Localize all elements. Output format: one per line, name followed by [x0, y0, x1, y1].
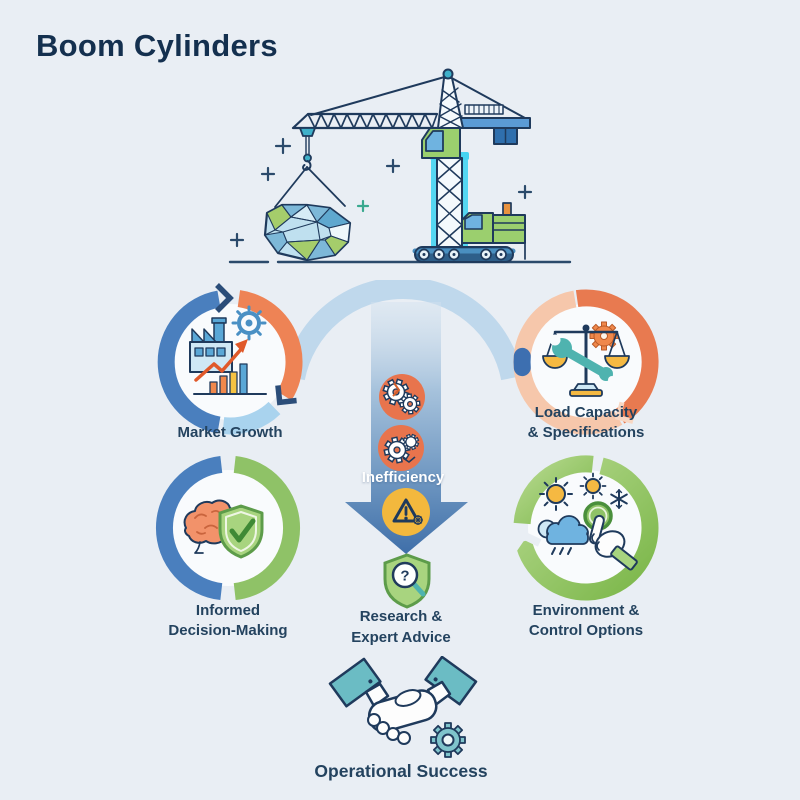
ring-environment	[509, 455, 659, 601]
question-mark: ?	[400, 568, 409, 585]
shield-check-icon	[218, 504, 264, 559]
crane-jib	[291, 112, 442, 130]
weather-touch-control-icon	[537, 472, 638, 571]
plus-decorations	[229, 137, 533, 248]
rain-cloud-icon	[537, 515, 589, 555]
sun-icon	[539, 477, 573, 511]
broken-gears-icon	[378, 425, 424, 471]
broken-gears-icon	[379, 374, 425, 420]
ring-chevron	[215, 283, 234, 313]
warning-triangle-icon	[382, 488, 430, 536]
lifted-rock	[263, 203, 352, 262]
snowflake-icon	[610, 489, 628, 509]
wrench-icon	[549, 334, 616, 384]
touch-button-icon	[583, 501, 638, 571]
tower-apex	[442, 68, 454, 80]
crane-cab	[421, 127, 461, 159]
pointing-hand-icon	[588, 514, 638, 571]
label-load-capacity: Load Capacity & Specifications	[527, 404, 645, 441]
factory-growth-chart-icon	[189, 305, 267, 395]
gear-icon	[589, 321, 619, 351]
connector-arc	[283, 280, 523, 381]
sun-icon	[579, 472, 607, 500]
crane-illustration	[228, 68, 572, 264]
thumb	[394, 689, 422, 707]
crane-tie-cables	[310, 75, 526, 119]
hook-assembly	[274, 127, 346, 208]
crawler-truck	[461, 202, 526, 260]
label-environment: Environment & Control Options	[528, 602, 644, 639]
handshake-gear-icon	[328, 656, 478, 758]
label-research: Research & Expert Advice	[351, 608, 451, 646]
magnifier-handle	[411, 581, 426, 597]
ring-informed-decision	[156, 455, 300, 601]
shield-magnifier-question-icon: ?	[383, 553, 431, 609]
label-informed-decision: Informed Decision-Making	[168, 602, 288, 639]
brain-shield-check-icon	[183, 499, 264, 559]
crane-counterjib	[456, 104, 531, 145]
magnifier-lens	[391, 561, 419, 589]
ring-chevron	[275, 385, 297, 406]
ring-load-capacity	[513, 289, 659, 435]
ring-market-growth	[157, 283, 303, 435]
gear-icon	[430, 722, 466, 758]
scale-icon	[542, 324, 630, 397]
growth-arrow-icon	[194, 339, 248, 382]
ring-chevron	[614, 401, 634, 424]
label-operational-success: Operational Success	[314, 761, 488, 781]
balance-scale-wrench-gear-icon	[542, 321, 630, 397]
ring-notch	[509, 529, 542, 553]
center-flow	[283, 280, 523, 554]
finger-knuckles	[367, 713, 411, 745]
label-inefficiency: Inefficiency	[361, 469, 445, 486]
crane-tower-top	[437, 68, 464, 129]
label-market-growth: Market Growth	[177, 424, 283, 441]
page-title: Boom Cylinders	[36, 28, 278, 63]
bar-chart-icon	[193, 363, 267, 395]
left-sleeve	[328, 657, 382, 708]
crawler-tracks	[412, 246, 516, 263]
